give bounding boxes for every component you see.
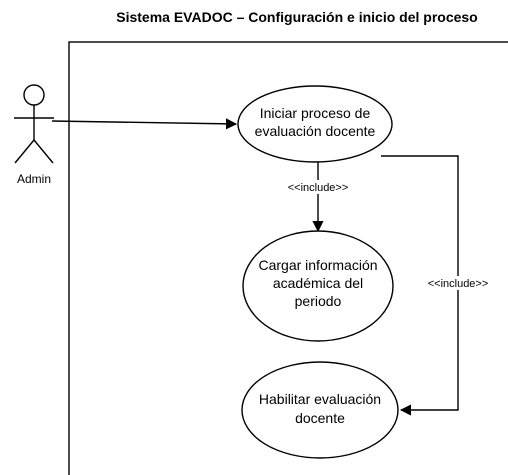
use-case-label-line: evaluación docente — [255, 123, 376, 139]
use-case-ellipse — [237, 85, 393, 163]
use-case-habilitar[interactable]: Habilitar evaluación docente — [241, 361, 399, 459]
use-case-iniciar[interactable]: Iniciar proceso de evaluación docente — [237, 85, 393, 163]
include-label-habilitar: <<include>> — [428, 278, 489, 290]
include-label-bg-habilitar — [418, 276, 500, 290]
actor-admin[interactable]: Admin — [14, 84, 54, 186]
use-case-label-line: periodo — [295, 293, 342, 309]
use-case-label-line: docente — [295, 410, 345, 426]
use-case-label-line: Iniciar proceso de — [260, 105, 371, 121]
use-case-label-line: académica del — [273, 275, 363, 291]
use-case-ellipse — [242, 230, 394, 342]
stick-figure-icon — [14, 84, 54, 164]
system-boundary — [68, 41, 508, 475]
association-admin-iniciar — [51, 118, 238, 130]
include-label-cargar: <<include>> — [288, 182, 349, 194]
use-case-label-line: Habilitar evaluación — [259, 391, 381, 407]
use-case-cargar[interactable]: Cargar información académica del periodo — [242, 230, 394, 342]
use-case-ellipse — [241, 361, 399, 459]
diagram-title: Sistema EVADOC – Configuración e inicio … — [116, 9, 477, 25]
use-case-label-line: Cargar información — [258, 257, 377, 273]
include-label-bg-cargar — [270, 180, 366, 194]
actor-name: Admin — [17, 172, 51, 186]
